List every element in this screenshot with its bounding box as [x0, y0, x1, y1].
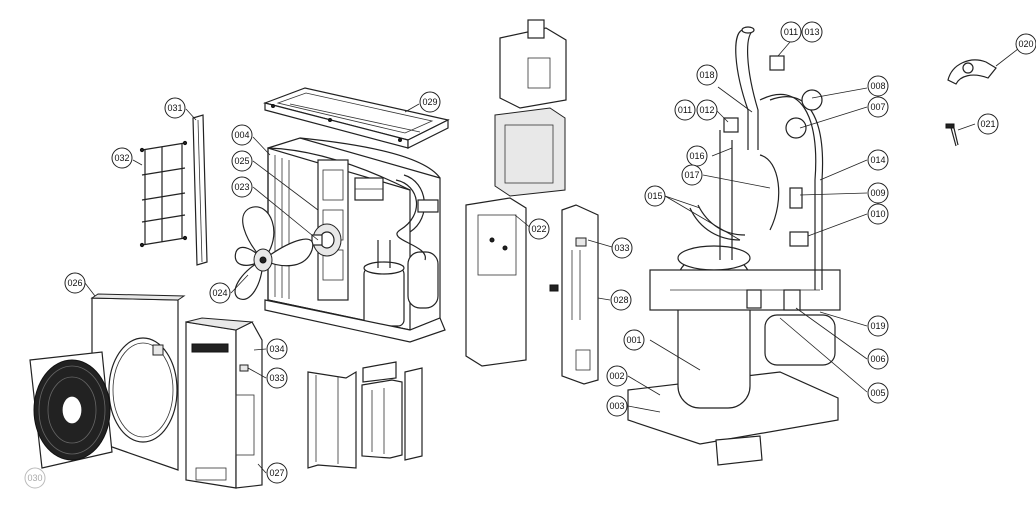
callout-029: 029 — [419, 91, 441, 113]
callout-006: 006 — [867, 348, 889, 370]
callout-028: 028 — [610, 289, 632, 311]
callout-016: 016 — [686, 145, 708, 167]
svg-text:011: 011 — [678, 105, 692, 115]
svg-text:031: 031 — [167, 103, 182, 113]
svg-text:004: 004 — [234, 130, 249, 140]
svg-text:005: 005 — [870, 388, 885, 398]
callout-033-left: 033 — [266, 367, 288, 389]
callout-015: 015 — [644, 185, 666, 207]
callout-001: 001 — [623, 329, 645, 351]
chassis-compressor-assembly — [264, 174, 446, 343]
front-panel — [90, 293, 186, 471]
svg-text:028: 028 — [613, 295, 628, 305]
side-panel — [185, 317, 263, 489]
svg-text:014: 014 — [870, 155, 885, 165]
callout-020: 020 — [1015, 33, 1036, 55]
svg-text:026: 026 — [67, 278, 82, 288]
svg-text:008: 008 — [870, 81, 885, 91]
fan-motor — [311, 223, 342, 257]
svg-text:009: 009 — [870, 188, 885, 198]
fan-blade — [234, 206, 314, 300]
callout-030: 030 — [24, 467, 46, 489]
callout-011-left: 011 — [674, 99, 696, 121]
callout-019: 019 — [867, 315, 889, 337]
svg-text:023: 023 — [234, 182, 249, 192]
callout-033-right: 033 — [611, 237, 633, 259]
svg-text:001: 001 — [626, 335, 641, 345]
callout-010: 010 — [867, 203, 889, 225]
svg-text:021: 021 — [980, 119, 995, 129]
callout-008: 008 — [867, 75, 889, 97]
callout-017: 017 — [681, 164, 703, 186]
svg-text:003: 003 — [609, 401, 624, 411]
fan-grille — [29, 351, 113, 469]
callout-034: 034 — [266, 338, 288, 360]
callout-021: 021 — [977, 113, 999, 135]
callout-031: 031 — [164, 97, 186, 119]
svg-text:034: 034 — [269, 344, 284, 354]
svg-text:010: 010 — [870, 209, 885, 219]
callout-024: 024 — [209, 282, 231, 304]
callout-023: 023 — [231, 176, 253, 198]
callout-004: 004 — [231, 124, 253, 146]
callout-018: 018 — [696, 64, 718, 86]
callout-014: 014 — [867, 149, 889, 171]
screw-part — [945, 123, 959, 147]
svg-text:006: 006 — [870, 354, 885, 364]
svg-text:022: 022 — [531, 224, 546, 234]
svg-text:016: 016 — [689, 151, 704, 161]
svg-text:027: 027 — [269, 468, 284, 478]
svg-text:013: 013 — [804, 27, 819, 37]
wire-guard — [139, 140, 188, 248]
compressor-assembly — [627, 26, 841, 466]
svg-text:007: 007 — [870, 102, 885, 112]
pipe-clamp-part — [947, 59, 997, 85]
svg-text:030: 030 — [27, 473, 42, 483]
svg-text:017: 017 — [684, 170, 699, 180]
svg-text:033: 033 — [614, 243, 629, 253]
svg-text:033: 033 — [269, 373, 284, 383]
svg-text:012: 012 — [699, 105, 714, 115]
svg-text:029: 029 — [422, 97, 437, 107]
top-cover-panel — [263, 87, 450, 149]
terminal-panel — [549, 204, 599, 385]
callout-025: 025 — [231, 150, 253, 172]
svg-text:002: 002 — [609, 371, 624, 381]
svg-text:024: 024 — [212, 288, 227, 298]
control-box — [465, 19, 567, 367]
svg-text:032: 032 — [114, 153, 129, 163]
callout-032: 032 — [111, 147, 133, 169]
callout-013: 013 — [801, 21, 823, 43]
svg-text:020: 020 — [1018, 39, 1033, 49]
svg-text:015: 015 — [647, 191, 662, 201]
insulation-covers — [307, 361, 423, 469]
callout-026: 026 — [64, 272, 86, 294]
callout-012: 012 — [696, 99, 718, 121]
svg-text:018: 018 — [699, 70, 714, 80]
callout-022: 022 — [528, 218, 550, 240]
svg-text:025: 025 — [234, 156, 249, 166]
support-bar — [192, 114, 208, 266]
callout-002: 002 — [606, 365, 628, 387]
callout-011-top: 011 — [780, 21, 802, 43]
callout-003: 003 — [606, 395, 628, 417]
callout-007: 007 — [867, 96, 889, 118]
callout-027: 027 — [266, 462, 288, 484]
callout-009: 009 — [867, 182, 889, 204]
svg-text:011: 011 — [784, 27, 798, 37]
callout-005: 005 — [867, 382, 889, 404]
svg-text:019: 019 — [870, 321, 885, 331]
